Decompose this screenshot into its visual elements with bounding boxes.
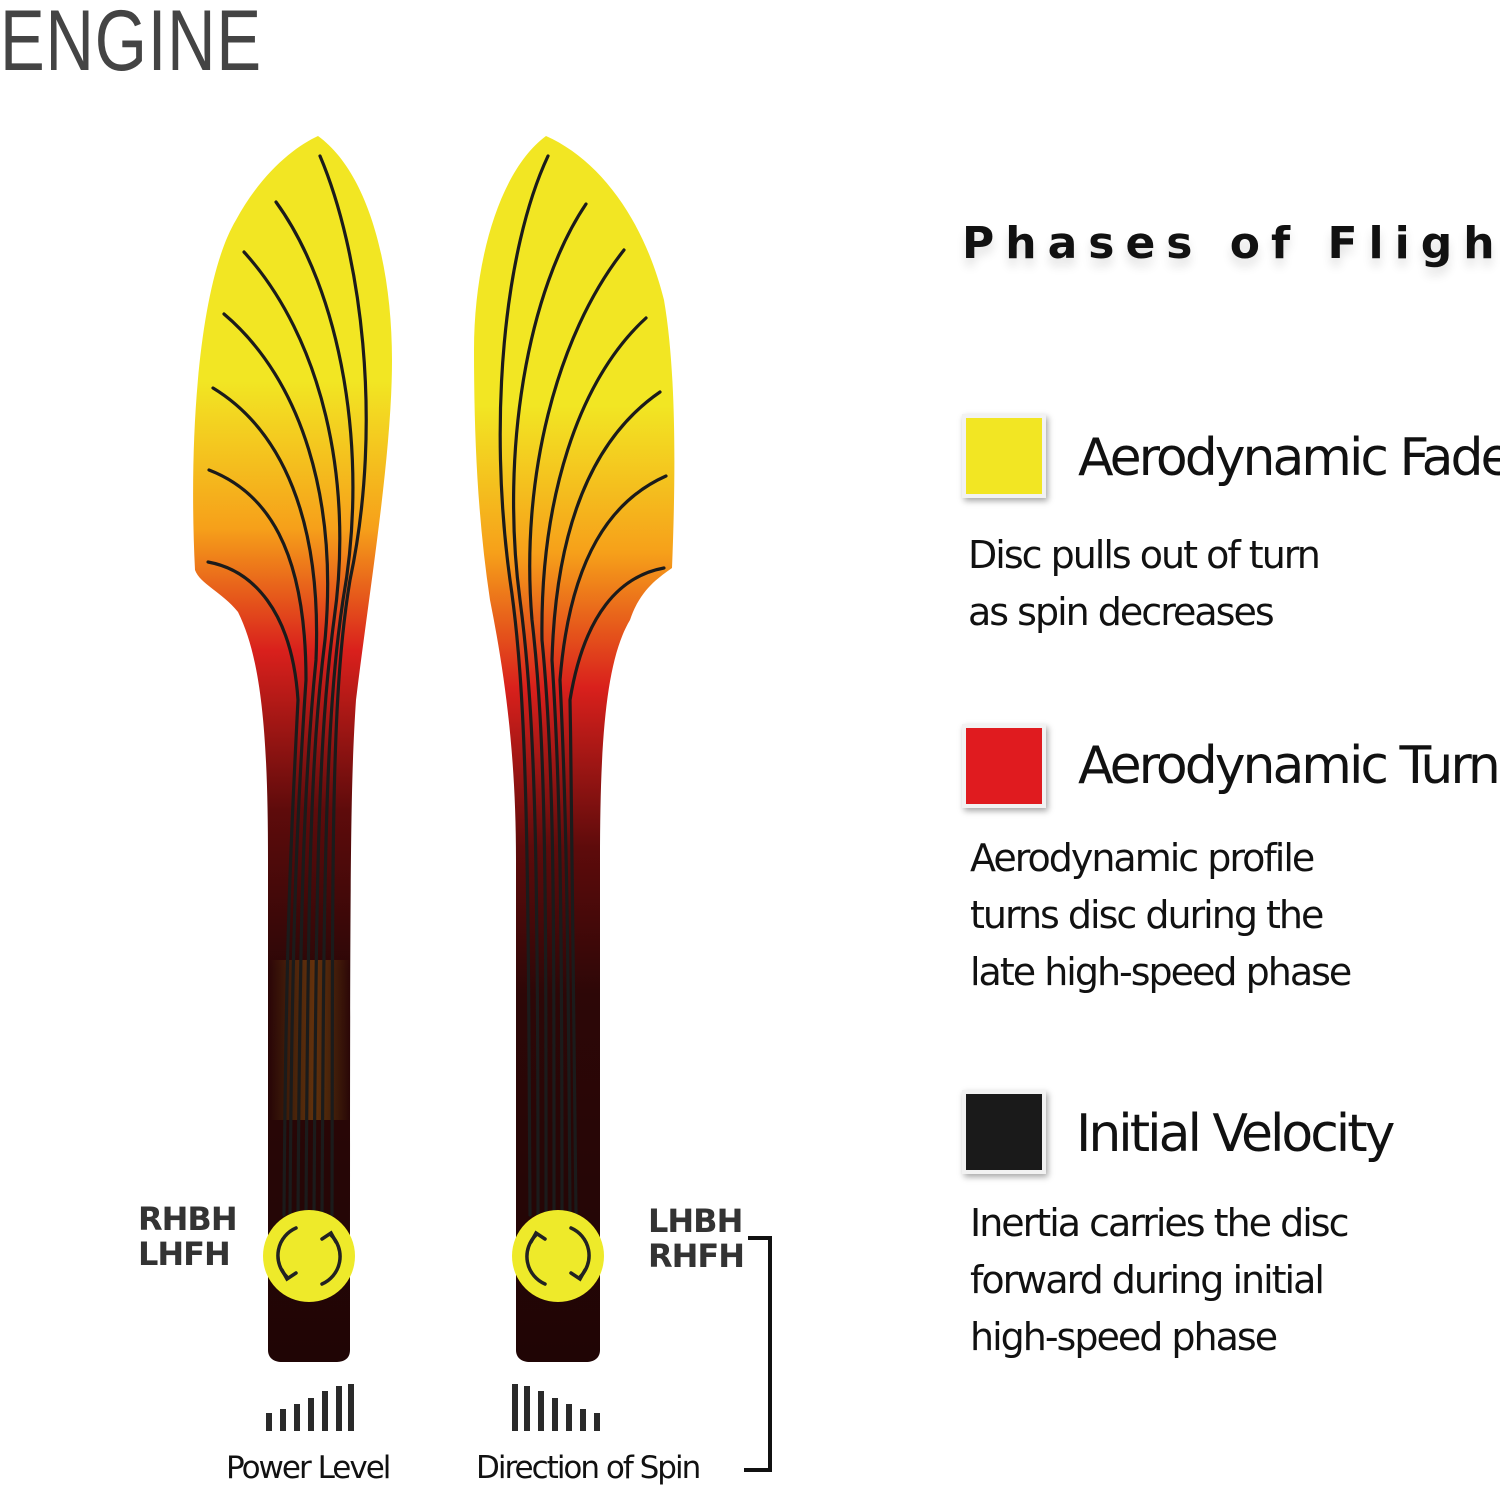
- phase-desc-fade-line: Disc pulls out of turn: [968, 533, 1321, 577]
- flight-path-left: [193, 136, 392, 1362]
- power-level-caption: Power Level: [226, 1450, 391, 1486]
- ascending-bars-icon: [266, 1384, 354, 1431]
- brand-logo: ENGINE: [0, 0, 262, 89]
- flight-path-right-shape: [474, 136, 675, 1362]
- flight-path-left-glow: [270, 960, 350, 1120]
- phase-desc-velocity: Inertia carries the disc forward during …: [970, 1195, 1349, 1366]
- descending-bars-icon: [512, 1384, 600, 1431]
- phase-name-fade: Aerodynamic Fade: [1078, 428, 1500, 488]
- phase-desc-turn-line: late high-speed phase: [970, 950, 1352, 994]
- phase-desc-turn: Aerodynamic profile turns disc during th…: [970, 830, 1352, 1001]
- grip-label-left: RHBH LHFH: [138, 1200, 238, 1273]
- phase-name-turn: Aerodynamic Turn: [1078, 736, 1500, 796]
- flight-lines-right: [498, 154, 668, 1217]
- grip-rhfh: RHFH: [648, 1237, 745, 1275]
- grip-rhbh: RHBH: [138, 1200, 238, 1238]
- grip-label-right: LHBH RHFH: [648, 1202, 745, 1275]
- phase-desc-turn-line: Aerodynamic profile: [970, 836, 1315, 880]
- phase-desc-velocity-line: Inertia carries the disc: [970, 1201, 1349, 1245]
- phase-desc-fade-line: as spin decreases: [968, 590, 1275, 634]
- legend-title: Phases of Flight: [962, 218, 1500, 269]
- phase-desc-fade: Disc pulls out of turn as spin decreases: [968, 527, 1321, 641]
- swatch-aerodynamic-turn: [962, 724, 1046, 808]
- swatch-initial-velocity: [962, 1090, 1046, 1174]
- rotate-arrows-icon: [276, 1226, 342, 1286]
- phase-desc-velocity-line: high-speed phase: [970, 1315, 1278, 1359]
- phase-desc-velocity-line: forward during initial: [970, 1258, 1325, 1302]
- rotate-arrows-icon: [525, 1226, 591, 1286]
- grip-lhbh: LHBH: [648, 1202, 743, 1240]
- direction-of-spin-caption: Direction of Spin: [476, 1450, 701, 1486]
- flight-lines-left: [206, 154, 368, 1217]
- phase-desc-turn-line: turns disc during the: [970, 893, 1324, 937]
- grip-lhfh: LHFH: [138, 1235, 231, 1273]
- swatch-aerodynamic-fade: [962, 414, 1046, 498]
- flight-path-right: [474, 136, 675, 1362]
- phase-name-velocity: Initial Velocity: [1076, 1104, 1395, 1164]
- grip-bracket: [744, 1236, 772, 1472]
